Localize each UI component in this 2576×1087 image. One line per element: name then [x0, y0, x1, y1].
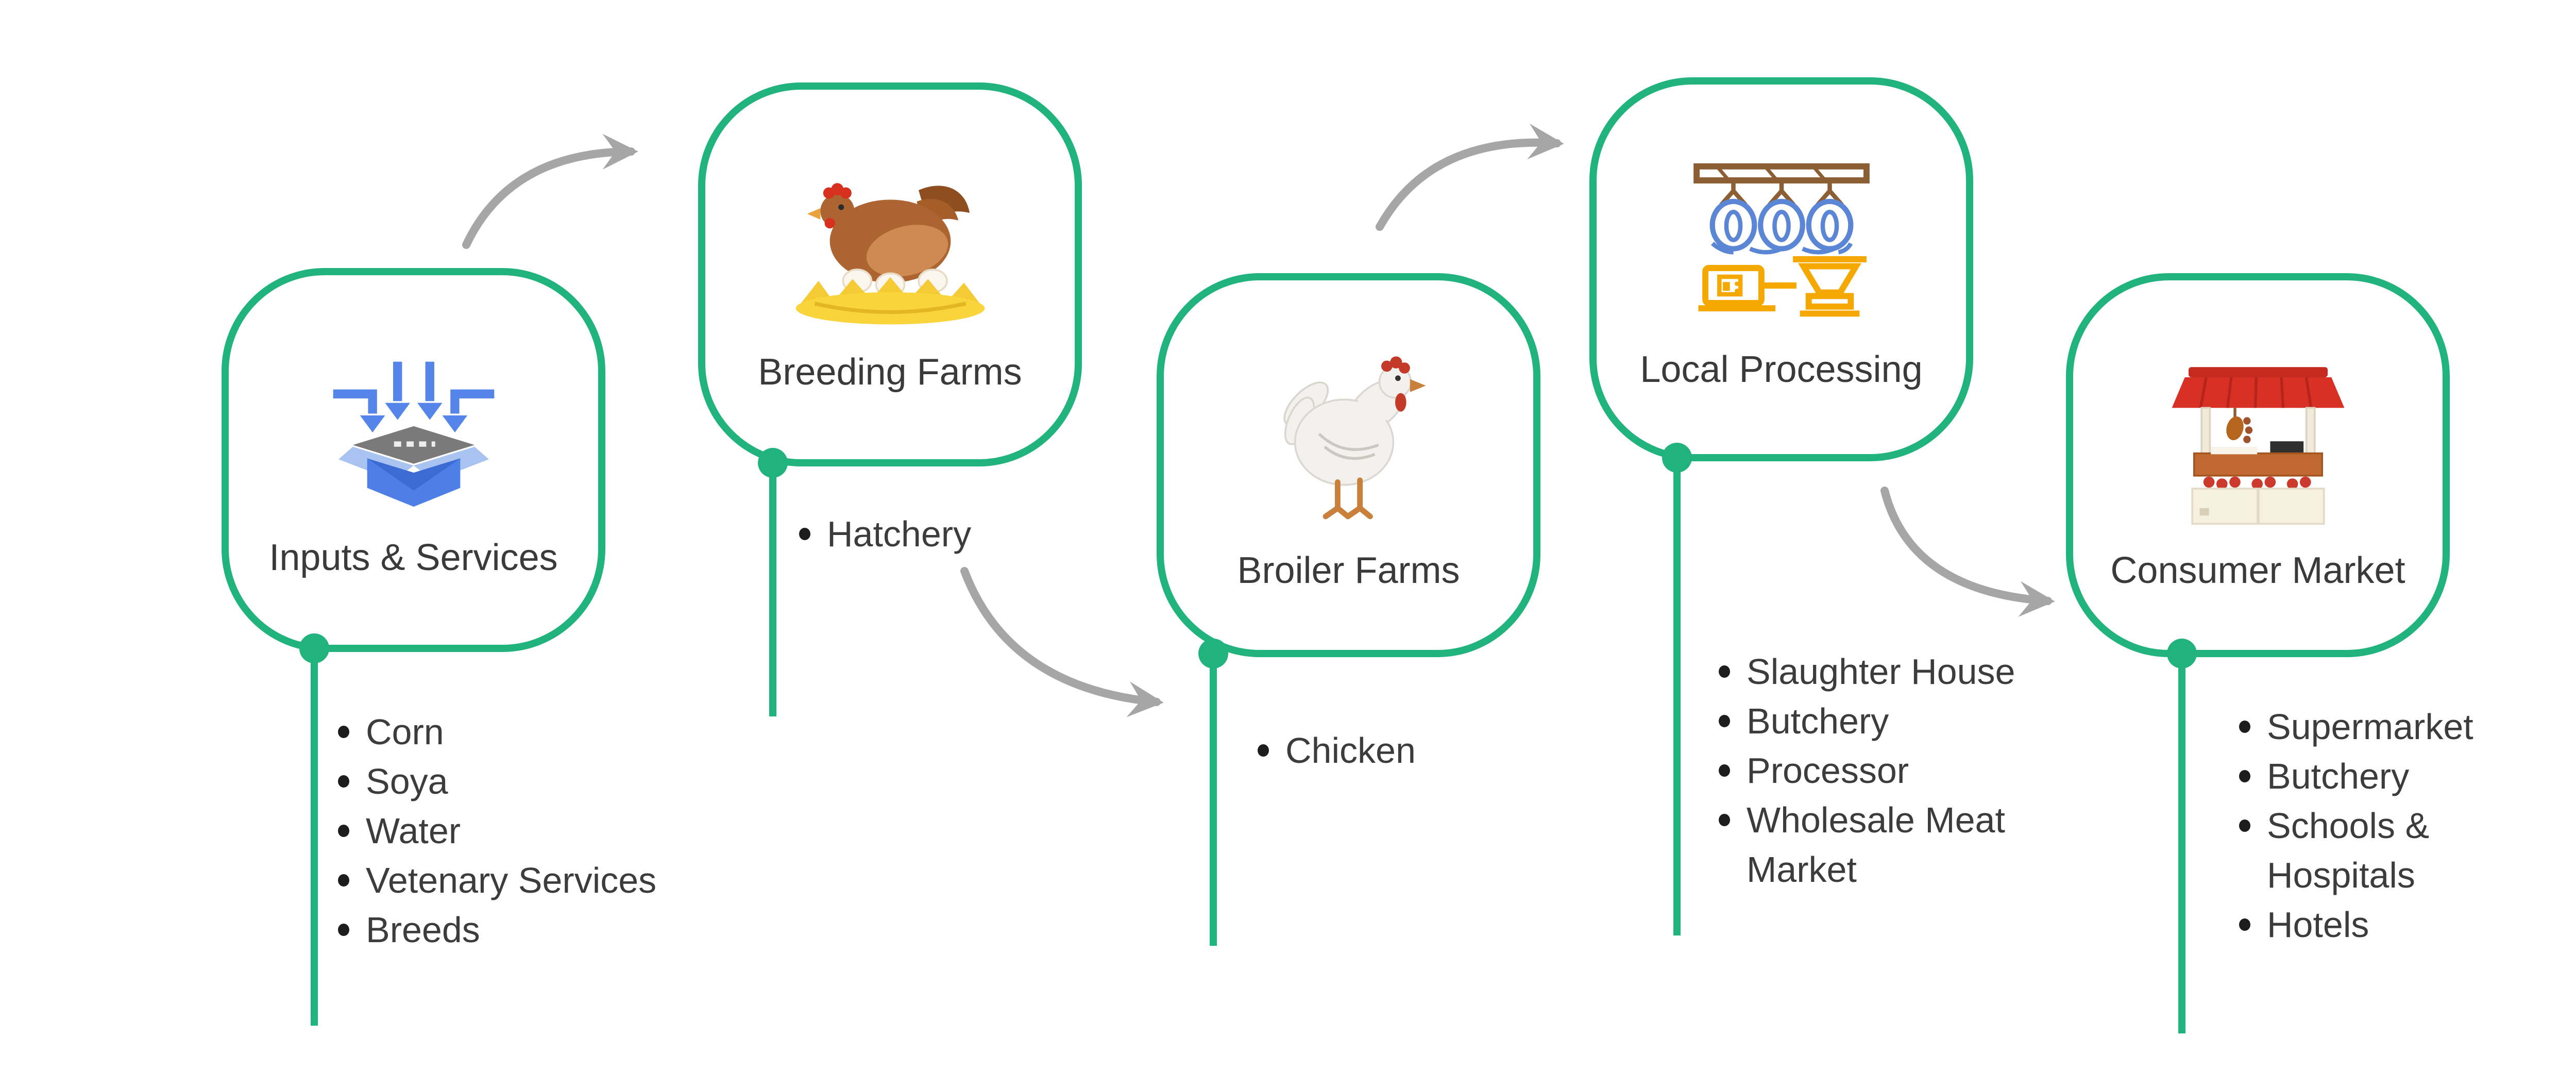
inputs-box-icon [303, 347, 524, 517]
arrow-breeding-to-broiler [960, 567, 1164, 717]
list-item: Processor [1719, 746, 2035, 795]
node-inputs-services: Inputs & Services [222, 268, 605, 652]
arrow-processing-to-consumer [1880, 487, 2055, 617]
connector-line-consumer [2178, 654, 2185, 1033]
node-label: Local Processing [1640, 348, 1923, 390]
local-processing-list: Slaughter House Butchery Processor Whole… [1719, 647, 2035, 894]
list-item: Supermarket [2239, 702, 2535, 751]
node-broiler-farms: Broiler Farms [1157, 273, 1540, 657]
consumer-market-list: Supermarket Butchery Schools & Hospitals… [2239, 702, 2535, 949]
arrow-broiler-to-processing [1376, 123, 1564, 231]
node-label: Consumer Market [2110, 549, 2405, 591]
arrow-inputs-to-breeding [462, 133, 638, 249]
connector-dot-breeding [758, 448, 788, 478]
list-item: Butchery [1719, 696, 2035, 746]
list-item: Soya [338, 757, 726, 806]
node-label: Inputs & Services [269, 537, 558, 578]
list-item: Chicken [1258, 726, 1595, 775]
connector-line-breeding [769, 463, 776, 716]
connector-dot-inputs [299, 633, 329, 663]
node-label: Broiler Farms [1237, 549, 1460, 591]
node-label: Breeding Farms [758, 351, 1022, 393]
market-stall-icon [2150, 345, 2366, 530]
connector-line-broiler [1210, 654, 1217, 946]
connector-dot-consumer [2167, 639, 2197, 668]
list-item: Slaughter House [1719, 647, 2035, 696]
list-item: Hotels [2239, 900, 2535, 949]
node-breeding-farms: Breeding Farms [698, 82, 1082, 466]
connector-dot-processing [1662, 443, 1692, 473]
list-item: Water [338, 806, 726, 856]
list-item: Breeds [338, 905, 726, 955]
connector-line-inputs [311, 648, 318, 1026]
node-consumer-market: Consumer Market [2066, 273, 2450, 657]
breeding-farms-list: Hatchery [799, 509, 1136, 559]
list-item: Corn [338, 707, 726, 757]
node-local-processing: Local Processing [1589, 77, 1973, 461]
list-item: Butchery [2239, 751, 2535, 801]
list-item: Vetenary Services [338, 856, 726, 905]
list-item: Schools & Hospitals [2239, 801, 2535, 900]
list-item: Wholesale Meat Market [1719, 795, 2035, 894]
chicken-icon [1251, 345, 1447, 530]
list-item: Hatchery [799, 509, 1136, 559]
broiler-farms-list: Chicken [1258, 726, 1595, 775]
connector-dot-broiler [1198, 639, 1228, 668]
inputs-services-list: Corn Soya Water Vetenary Services Breeds [338, 707, 726, 955]
hanging-chickens-icon [1668, 154, 1895, 329]
hen-on-nest-icon [772, 162, 1009, 332]
connector-line-processing [1673, 458, 1681, 935]
